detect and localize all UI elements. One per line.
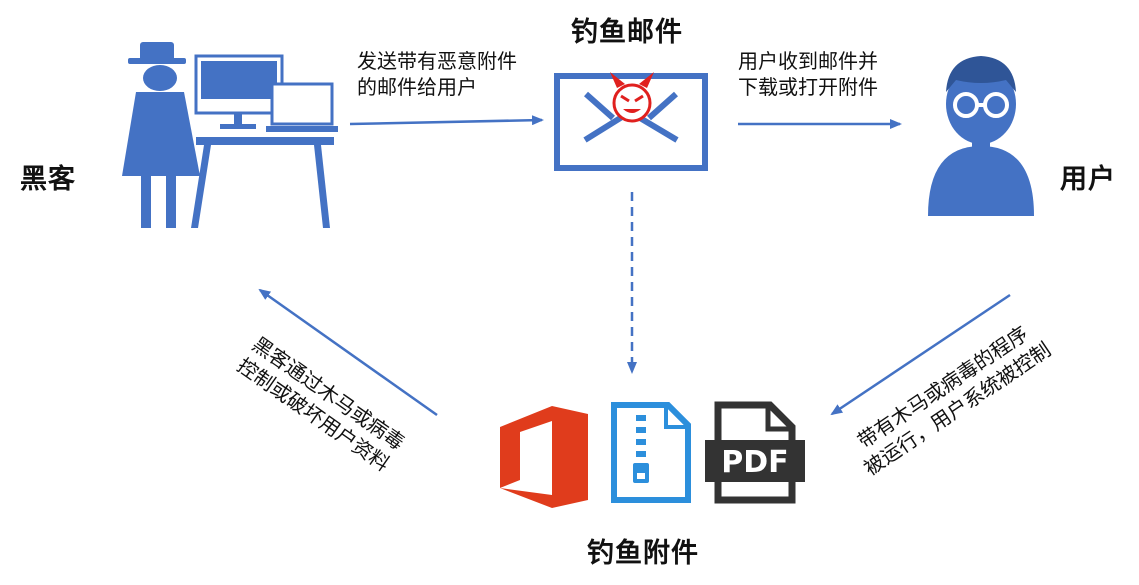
arrow-run [830,293,1011,416]
send-edge-label: 发送带有恶意附件 的邮件给用户 [357,48,517,100]
send-line-2: 的邮件给用户 [357,75,477,99]
phishing-email-label: 钓鱼邮件 [571,17,683,48]
arrow-control [258,288,438,417]
hacker-label: 黑客 [20,164,76,195]
devil-face-icon [610,72,654,123]
receive-edge-label: 用户收到邮件并 下载或打开附件 [738,48,878,100]
user-avatar-icon [928,56,1034,216]
attachment-label: 钓鱼附件 [587,538,699,569]
office-icon [500,406,588,508]
zip-icon [611,402,691,503]
user-label: 用户 [1060,164,1116,195]
pdf-label: PDF [721,445,788,480]
hacker-icon [122,42,338,228]
arrow-send [349,115,544,126]
receive-line-1: 用户收到邮件并 [738,49,878,73]
pdf-icon: PDF [705,401,805,504]
send-line-1: 发送带有恶意附件 [357,49,517,73]
receive-line-2: 下载或打开附件 [738,75,878,99]
envelope-icon [554,73,708,171]
